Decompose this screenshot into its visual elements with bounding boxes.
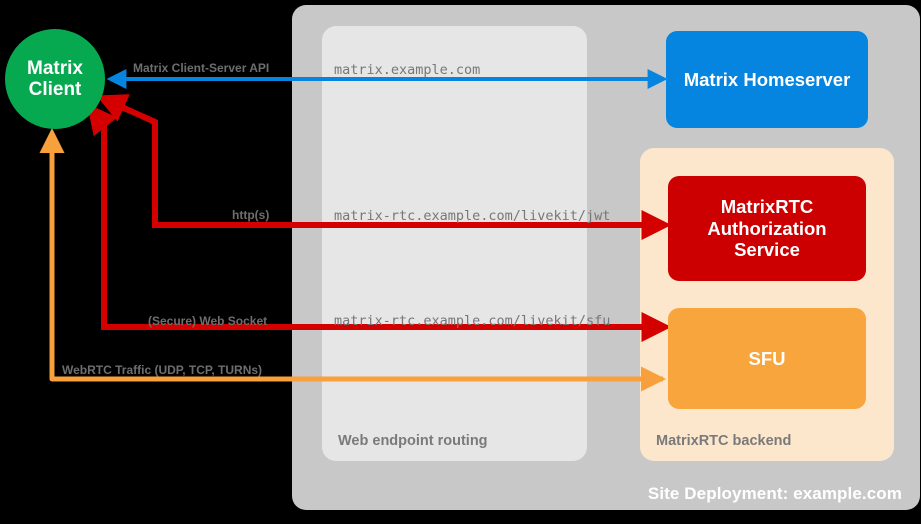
auth-service-label: MatrixRTC Authorization Service xyxy=(707,196,826,261)
sfu-label: SFU xyxy=(748,347,786,369)
edge-label-websocket: (Secure) Web Socket xyxy=(148,314,268,328)
endpoint-url-sfu: matrix-rtc.example.com/livekit/sfu xyxy=(334,313,611,329)
node-matrix-client[interactable]: Matrix Client xyxy=(5,29,105,129)
matrix-client-label-line1: Matrix xyxy=(27,57,83,79)
site-deployment-label: Site Deployment: example.com xyxy=(647,484,902,503)
matrix-client-label: Matrix Client xyxy=(27,58,83,101)
endpoint-url-jwt: matrix-rtc.example.com/livekit/jwt xyxy=(334,208,611,224)
matrix-homeserver-label: Matrix Homeserver xyxy=(683,68,851,90)
node-sfu[interactable]: SFU xyxy=(668,308,866,409)
auth-service-label-line2: Authorization xyxy=(707,217,827,239)
matrix-client-label-line2: Client xyxy=(28,79,82,100)
edge-label-https: http(s) xyxy=(232,208,270,222)
auth-service-label-line1: MatrixRTC xyxy=(720,195,814,217)
edge-label-client-server-api: Matrix Client-Server API xyxy=(133,61,270,75)
web-endpoint-routing-label: Web endpoint routing xyxy=(338,433,488,449)
node-matrixrtc-authorization-service[interactable]: MatrixRTC Authorization Service xyxy=(668,176,866,281)
node-matrix-homeserver[interactable]: Matrix Homeserver xyxy=(666,31,868,128)
endpoint-url-matrix: matrix.example.com xyxy=(334,62,481,78)
matrixrtc-backend-label: MatrixRTC backend xyxy=(656,433,792,449)
edge-label-webrtc-traffic: WebRTC Traffic (UDP, TCP, TURNs) xyxy=(62,363,263,377)
web-endpoint-routing-container: Web endpoint routing xyxy=(322,26,587,461)
auth-service-label-line3: Service xyxy=(734,239,800,261)
